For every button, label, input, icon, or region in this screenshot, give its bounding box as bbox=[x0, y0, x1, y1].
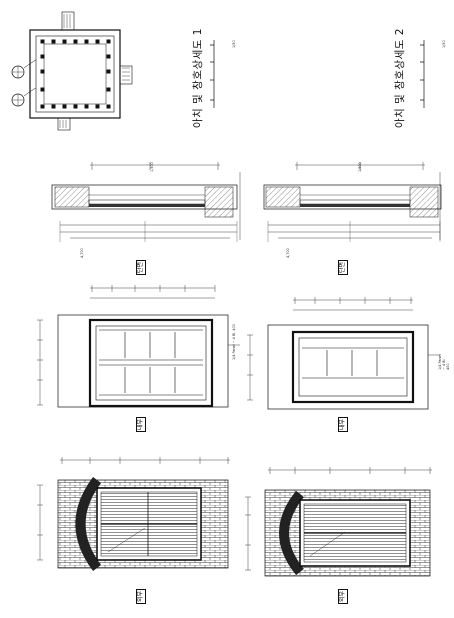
interior-view-2 bbox=[247, 297, 440, 410]
section-view-2 bbox=[263, 162, 442, 242]
dimension-overall-1: 4,700 bbox=[80, 248, 84, 258]
callout-interior-2: 1/4 Panel ~ 4 Bl. 400 bbox=[438, 354, 450, 370]
sheet-title-2: 아치 및 창호상세도 2 bbox=[394, 28, 406, 128]
sheet-title-1: 아치 및 창호상세도 1 bbox=[192, 28, 204, 128]
dimension-section-1: 1,500 bbox=[150, 162, 154, 172]
view-label-interior-2: 내부 bbox=[338, 416, 348, 432]
view-label-section-1: 단면 bbox=[136, 259, 146, 275]
view-label-exterior-2: 외부 bbox=[338, 588, 348, 604]
view-label-section-2: 단면 bbox=[338, 259, 348, 275]
scale-bar-1 bbox=[210, 40, 215, 108]
view-label-interior-1: 내부 bbox=[136, 416, 146, 432]
section-view-1 bbox=[51, 162, 241, 242]
scale-bar-2 bbox=[420, 40, 425, 108]
interior-view-1 bbox=[37, 285, 240, 408]
view-label-exterior-1: 외부 bbox=[136, 588, 146, 604]
exterior-view-2 bbox=[245, 467, 432, 577]
scale-text-2: 1/50 bbox=[442, 40, 446, 48]
scale-text-1: 1/50 bbox=[232, 40, 236, 48]
callout-interior-1: 1/4 Panel ~ 4 Bl. 400 bbox=[232, 324, 236, 360]
key-plan bbox=[11, 11, 133, 131]
dimension-overall-2: 4,700 bbox=[286, 248, 290, 258]
exterior-view-1 bbox=[37, 457, 230, 571]
dimension-section-2: 1,500 bbox=[358, 162, 362, 172]
